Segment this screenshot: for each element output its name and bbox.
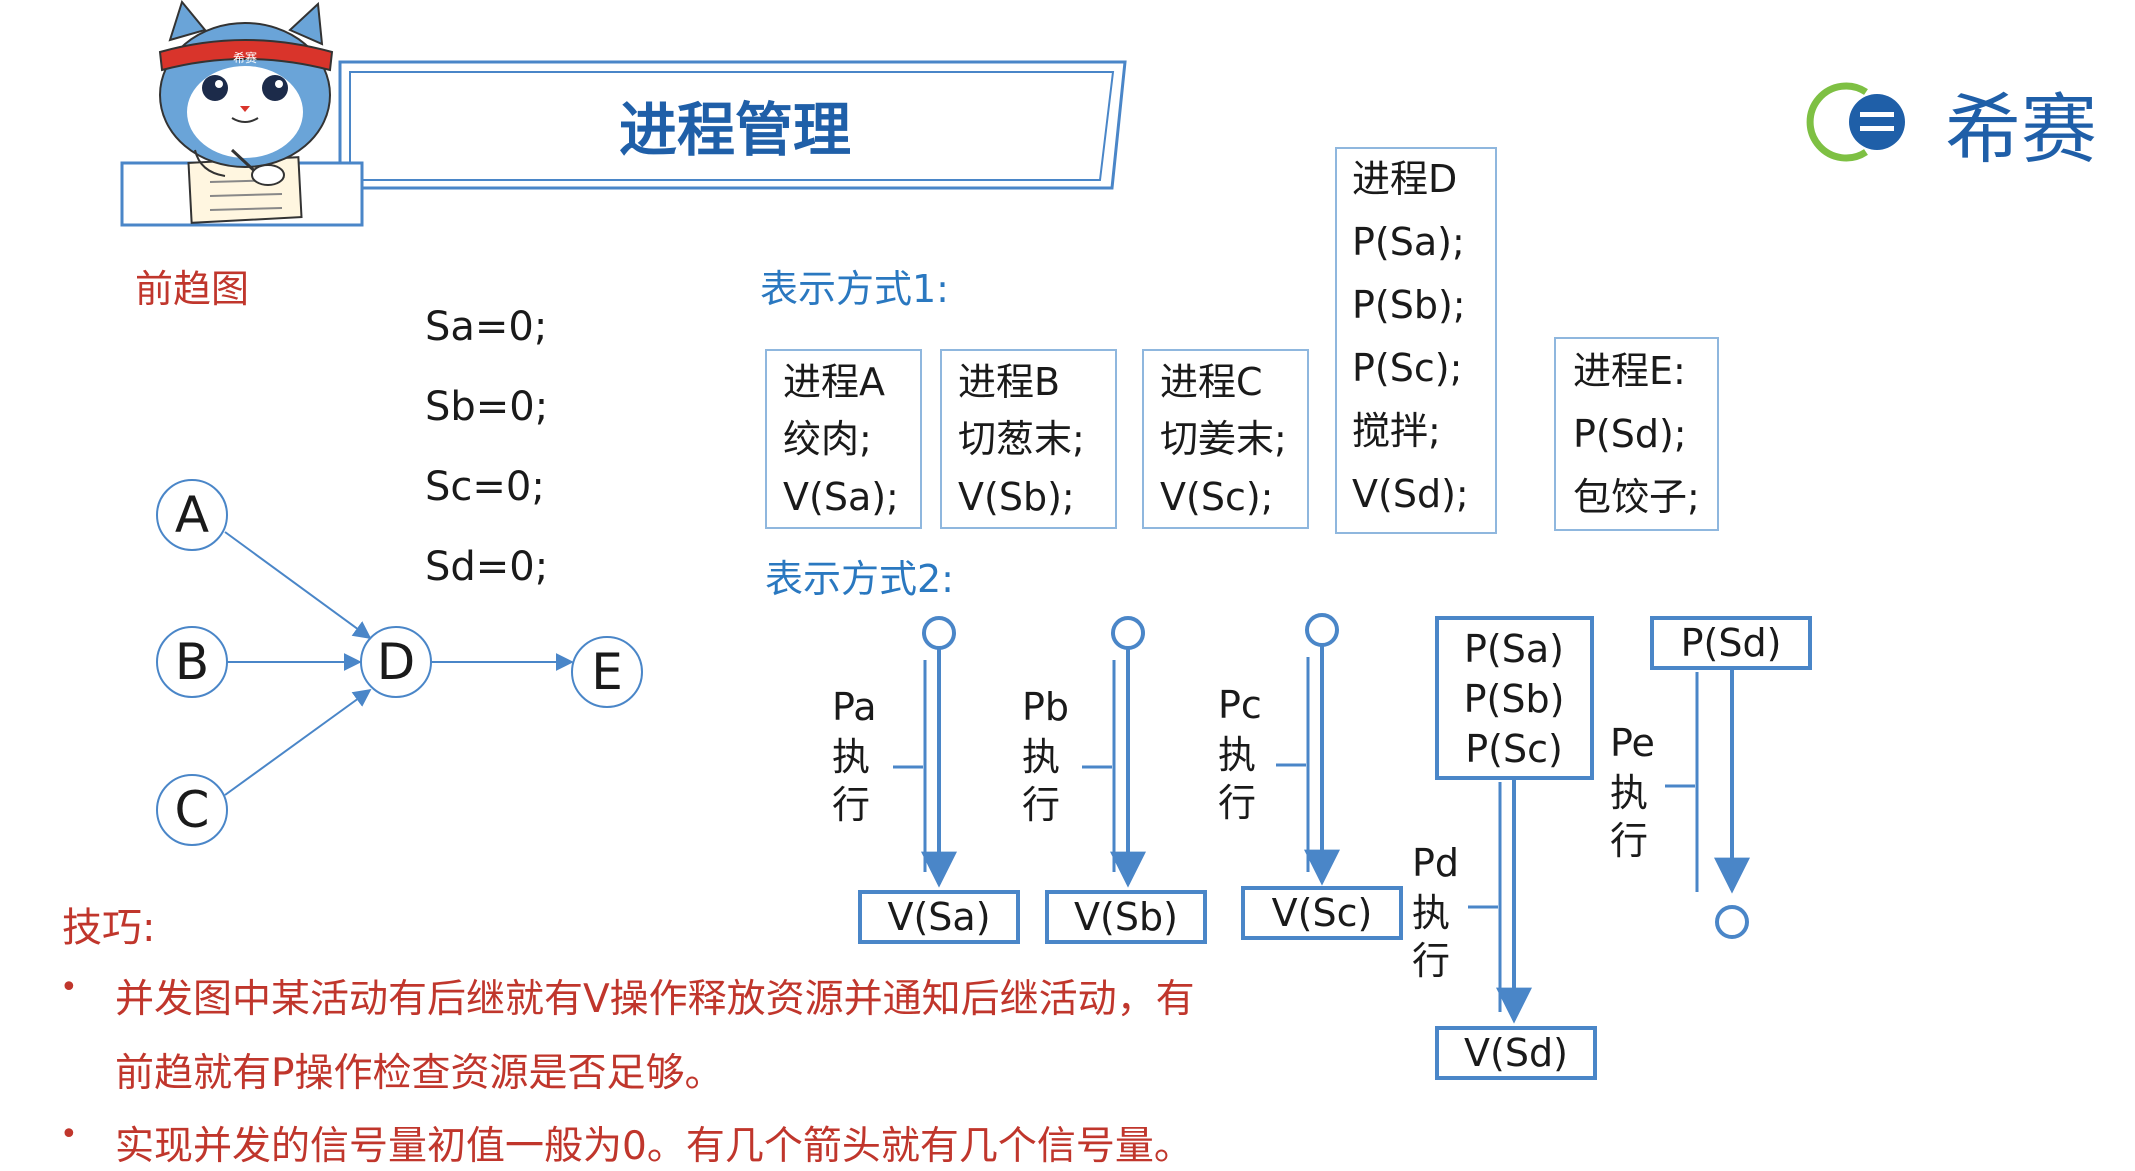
flow-pe-start-1: P(Sd) [1681,621,1782,665]
precedence-edges [224,531,574,796]
process-c-line-2: 切姜末; [1160,417,1287,461]
flow-pb: Pb 执 行 V(Sb) [1022,616,1207,944]
node-e-label: E [591,643,623,701]
process-b-line-1: 进程B [958,360,1060,404]
node-c: C [156,774,228,846]
flow-pc-end: V(Sc) [1272,891,1373,935]
method2-label: 表示方式2: [765,557,954,601]
semaphore-init-sc: Sc=0; [425,464,545,510]
process-a-line-1: 进程A [783,360,885,404]
node-d-label: D [377,633,416,691]
process-a-box: 进程A 绞肉; V(Sa); [765,349,922,529]
node-e: E [571,636,643,708]
brand-logo: 希赛 [1806,82,2097,174]
node-b-label: B [175,633,209,691]
logo-text: 希赛 [1945,85,2097,174]
flow-pd-exec-1: 执 [1412,891,1450,935]
flow-pd-start-2: P(Sb) [1464,677,1565,721]
flow-pb-exec-2: 行 [1022,783,1060,827]
tip-item-1-line-2: 前趋就有P操作检查资源是否足够。 [115,1051,724,1096]
node-c-label: C [175,781,210,839]
process-c-line-1: 进程C [1160,360,1263,404]
node-d: D [360,626,432,698]
process-d-line-4: P(Sc); [1352,346,1462,390]
flow-pd-end: V(Sd) [1464,1031,1568,1075]
tip-bullet-2: • [60,1117,78,1152]
flow-pa-end: V(Sa) [887,895,990,939]
process-b-box: 进程B 切葱末; V(Sb); [940,349,1117,529]
flow-pa-exec-1: 执 [832,735,870,779]
flow-pa: Pa 执 行 V(Sa) [832,616,1020,944]
process-d-line-5: 搅拌; [1352,409,1441,453]
flow-pa-start-node [922,616,956,650]
flow-pc-exec-1: 执 [1218,733,1256,777]
flow-pe-proc: Pe [1610,721,1655,765]
process-d-line-3: P(Sb); [1352,283,1466,327]
process-e-line-1: 进程E: [1573,349,1686,393]
process-d-line-2: P(Sa); [1352,220,1465,264]
process-d-line-1: 进程D [1352,157,1457,201]
method1-label: 表示方式1: [760,267,949,311]
flow-pc-proc: Pc [1218,683,1262,727]
tip-item-1-line-1: 并发图中某活动有后继就有V操作释放资源并通知后继活动，有 [115,977,1195,1022]
tips-heading: 技巧: [62,905,156,951]
process-d-line-6: V(Sd); [1352,472,1469,516]
tip-bullet-1: • [60,970,78,1005]
process-e-line-3: 包饺子; [1573,475,1700,519]
flow-pd-start-3: P(Sc) [1465,727,1563,771]
process-c-line-3: V(Sc); [1160,475,1273,519]
process-e-box: 进程E: P(Sd); 包饺子; [1554,337,1719,531]
process-d-box: 进程D P(Sa); P(Sb); P(Sc); 搅拌; V(Sd); [1335,147,1497,534]
flow-pe-end-node [1715,905,1749,939]
process-a-line-2: 绞肉; [783,417,872,461]
precedence-label: 前趋图 [135,267,249,311]
flow-pd-proc: Pd [1412,841,1459,885]
process-e-line-2: P(Sd); [1573,412,1687,456]
precedence-nodes: A B C D E [156,479,643,846]
edge-c-d [224,688,372,796]
flow-pa-proc: Pa [832,685,877,729]
flow-pa-exec-2: 行 [832,783,870,827]
semaphore-inits: Sa=0; Sb=0; Sc=0; Sd=0; [425,304,548,590]
flow-pb-end: V(Sb) [1074,895,1178,939]
flow-pd-start-1: P(Sa) [1464,627,1564,671]
node-b: B [156,626,228,698]
flow-pb-start-node [1111,616,1145,650]
page-title: 进程管理 [619,96,851,164]
tip-item-2: 实现并发的信号量初值一般为0。有几个箭头就有几个信号量。 [115,1124,1193,1169]
process-b-line-3: V(Sb); [958,475,1075,519]
semaphore-init-sb: Sb=0; [425,384,548,430]
flow-pb-exec-1: 执 [1022,735,1060,779]
mascot-badge: 希赛 [233,50,257,65]
flow-pc-exec-2: 行 [1218,781,1256,825]
flow-pb-proc: Pb [1022,685,1069,729]
flow-pd-exec-2: 行 [1412,939,1450,983]
flow-pc: Pc 执 行 V(Sc) [1218,613,1403,940]
semaphore-init-sd: Sd=0; [425,544,548,590]
flow-pe-exec-1: 执 [1610,771,1648,815]
node-a: A [156,479,228,551]
mascot-cat-icon: 希赛 [120,0,364,227]
semaphore-init-sa: Sa=0; [425,304,547,350]
process-b-line-2: 切葱末; [958,417,1085,461]
flow-pc-start-node [1305,613,1339,647]
flow-pd: P(Sa) P(Sb) P(Sc) Pd 执 行 V(Sd) [1412,616,1597,1080]
flow-pe: P(Sd) Pe 执 行 [1610,616,1812,939]
node-a-label: A [175,486,209,544]
process-a-line-3: V(Sa); [783,475,899,519]
edge-a-d [224,531,372,640]
title-banner: 进程管理 [338,60,1127,190]
flow-pe-exec-2: 行 [1610,819,1648,863]
process-c-box: 进程C 切姜末; V(Sc); [1142,349,1309,529]
